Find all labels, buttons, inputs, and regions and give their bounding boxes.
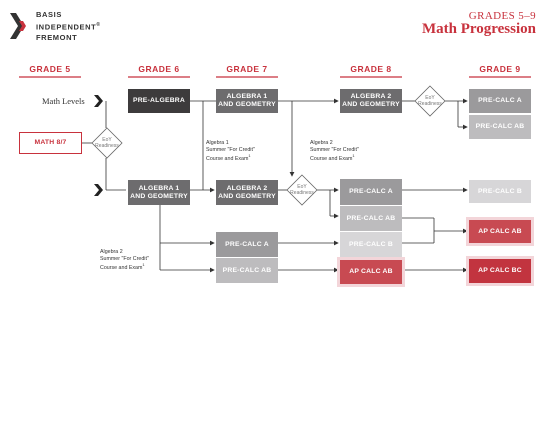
grade-8-header: GRADE 8 (350, 64, 392, 74)
precalc-a-g8-box: PRE-CALC A (340, 179, 402, 205)
precalc-b-g8-box: PRE-CALC B (340, 232, 402, 257)
logo-text: BASIS INDEPENDENT® FREMONT (36, 10, 101, 43)
page-title: Math Progression (421, 21, 536, 37)
grade-5-header: GRADE 5 (29, 64, 71, 74)
ap-calc-bc-g9-box: AP CALC BC (469, 259, 531, 283)
alg1-summer-note: Algebra 1 Summer "For Credit" Course and… (206, 140, 255, 162)
header-subtitle: GRADES 5–9 (468, 10, 536, 22)
ap-calc-ab-g9-box: AP CALC AB (469, 220, 531, 243)
math-levels-label: Math Levels (42, 96, 85, 106)
grade-9-header: GRADE 9 (479, 64, 521, 74)
grade-7-header: GRADE 7 (226, 64, 268, 74)
math-87-box: MATH 8/7 (19, 132, 82, 154)
logo-line-1: BASIS (36, 10, 62, 19)
precalc-ab-g7-box: PRE-CALC AB (216, 258, 278, 283)
precalc-ab-g9-top-box: PRE-CALC AB (469, 115, 531, 139)
alg2-summer-note-top: Algebra 2 Summer "For Credit" Course and… (310, 140, 359, 162)
ap-calc-ab-g8-box: AP CALC AB (340, 260, 402, 284)
precalc-a-g7-box: PRE-CALC A (216, 232, 278, 257)
logo-line-2: INDEPENDENT® (36, 22, 101, 32)
precalc-ab-g8-box: PRE-CALC AB (340, 206, 402, 231)
math-87-label: MATH 8/7 (34, 139, 67, 146)
pre-algebra-box: PRE-ALGEBRA (128, 89, 190, 113)
precalc-b-g9-box: PRE-CALC B (469, 180, 531, 203)
basis-logo-icon (10, 13, 26, 39)
precalc-a-g9-top-box: PRE-CALC A (469, 89, 531, 113)
grade-6-header: GRADE 6 (138, 64, 180, 74)
alg2-summer-note-bottom: Algebra 2 Summer "For Credit" Course and… (100, 249, 149, 271)
logo-line-3: FREMONT (36, 32, 78, 42)
